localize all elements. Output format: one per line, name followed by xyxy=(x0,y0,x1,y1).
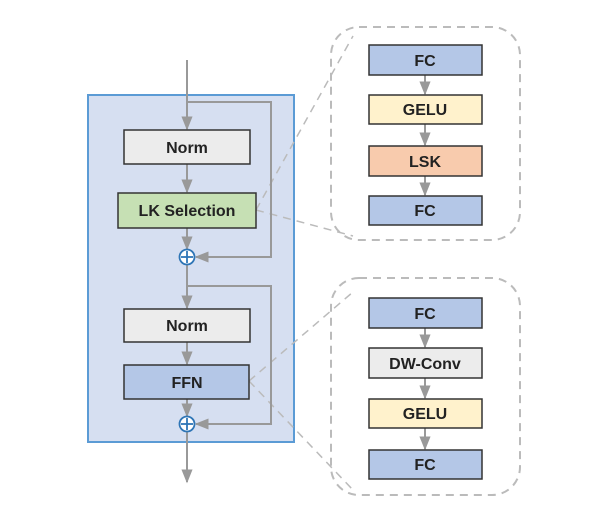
ffn-label: FFN xyxy=(171,375,202,392)
ffn-fc-bottom-box: FC xyxy=(368,449,483,480)
callout-connector-lines xyxy=(248,35,354,491)
ffn-detail-container xyxy=(330,277,521,496)
norm-label-1: Norm xyxy=(166,140,208,157)
ffn-gelu-label: GELU xyxy=(403,406,447,423)
ffn-fc-top-label: FC xyxy=(414,306,436,323)
norm-box-1: Norm xyxy=(123,129,251,165)
lk-lsk-label: LSK xyxy=(409,154,441,171)
norm-box-2: Norm xyxy=(123,308,251,343)
main-flow-arrows xyxy=(181,60,272,484)
lk-gelu-box: GELU xyxy=(368,94,483,125)
lk-selection-box: LK Selection xyxy=(117,192,257,229)
lk-fc-top-label: FC xyxy=(414,53,436,70)
ffn-dwconv-box: DW-Conv xyxy=(368,347,483,379)
lk-fc-bottom-box: FC xyxy=(368,195,483,226)
ffn-fc-bottom-label: FC xyxy=(414,457,436,474)
ffn-box: FFN xyxy=(123,364,250,400)
lk-selection-label: LK Selection xyxy=(139,203,236,220)
residual-add-icon xyxy=(178,248,196,266)
residual-add-icon xyxy=(178,415,196,433)
lk-gelu-label: GELU xyxy=(403,102,447,119)
lk-fc-bottom-label: FC xyxy=(414,203,436,220)
lk-lsk-box: LSK xyxy=(368,145,483,177)
lk-fc-top-box: FC xyxy=(368,44,483,76)
norm-label-2: Norm xyxy=(166,318,208,335)
lk-detail-container xyxy=(330,26,521,241)
ffn-dwconv-label: DW-Conv xyxy=(389,356,461,373)
ffn-fc-top-box: FC xyxy=(368,297,483,329)
ffn-gelu-box: GELU xyxy=(368,398,483,429)
